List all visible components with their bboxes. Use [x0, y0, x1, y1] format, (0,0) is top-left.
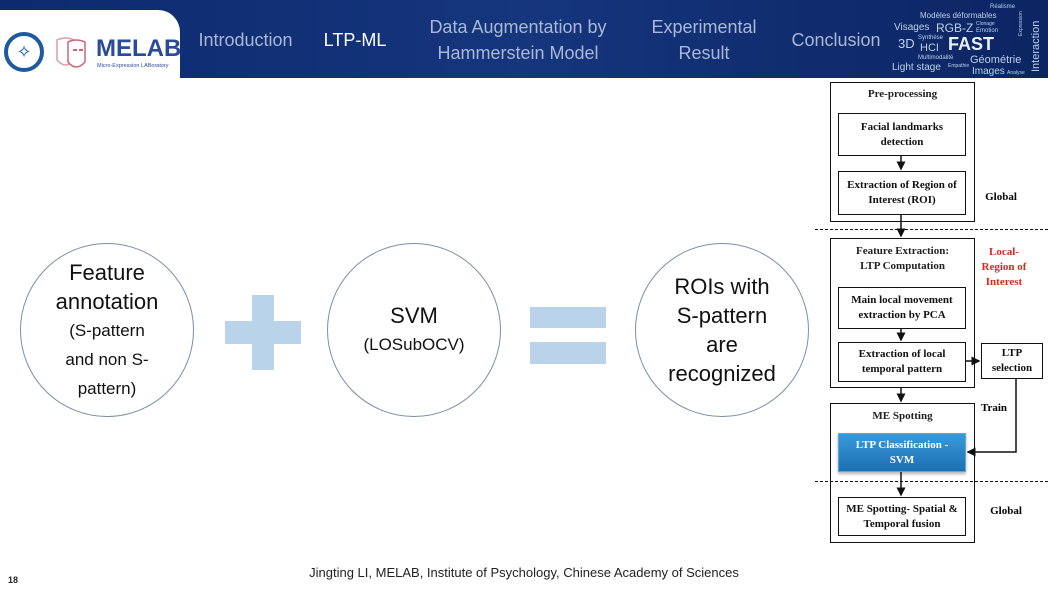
pca-box: Main local movement extraction by PCA [838, 287, 966, 329]
cloud-word: Géométrie [970, 54, 1022, 66]
divider-dashed [815, 481, 1048, 482]
word-cloud: Réalisme Modèles déformables Visages RGB… [890, 2, 1048, 77]
cloud-word: Emotion [976, 28, 999, 34]
roi-extraction-box: Extraction of Region of Interest (ROI) [838, 171, 966, 215]
ltp-extraction-box: Extraction of local temporal pattern [838, 342, 966, 382]
nav-ltp-ml[interactable]: LTP-ML [323, 30, 387, 50]
train-label: Train [980, 402, 1008, 414]
ltp-classification-box: LTP Classification - SVM [838, 433, 966, 472]
ltp-selection-box: LTP selection [981, 343, 1043, 379]
cloud-word: Multimodalité [918, 55, 954, 61]
footer-text: Jingting LI, MELAB, Institute of Psychol… [309, 565, 739, 580]
masks-icon [56, 37, 86, 68]
preprocessing-box: Pre-processing [830, 82, 975, 222]
me-spotting-box: ME Spotting [830, 403, 975, 543]
cloud-word: Modèles déformables [920, 11, 997, 20]
cloud-word: Interaction [1030, 20, 1042, 72]
cloud-word: Clonage [976, 21, 995, 27]
nav-introduction[interactable]: Introduction [198, 30, 293, 50]
nav-conclusion[interactable]: Conclusion [791, 30, 881, 50]
logo-area: ✧ MELAB Micro-Expression LABoratory [0, 10, 182, 78]
institute-seal-icon: ✧ [4, 32, 44, 72]
cloud-word: HCI [920, 42, 939, 54]
page-number: 18 [8, 575, 19, 585]
local-region-label: Local- Region of Interest [981, 246, 1027, 288]
cloud-word: Visages [894, 22, 930, 33]
logo-text: MELAB [96, 35, 182, 62]
global-label: Global [985, 191, 1017, 203]
facial-landmarks-box: Facial landmarks detection [838, 113, 966, 156]
header-bar: ✧ MELAB Micro-Expression LABoratory Intr… [0, 0, 1048, 78]
cloud-word: Réalisme [990, 4, 1016, 10]
equals-icon-lower [530, 342, 606, 364]
cloud-word: RGB-Z [936, 21, 974, 35]
cloud-word: FAST [948, 34, 995, 54]
cloud-word: Synthèse [918, 35, 944, 41]
svm-circle: SVM(LOSubOCV) [327, 243, 501, 417]
nav-data-augmentation[interactable]: Data Augmentation by Hammerstein Model [429, 17, 607, 63]
plus-icon-horizontal [225, 321, 301, 344]
equals-icon [530, 307, 606, 328]
cloud-word: Light stage [892, 62, 941, 73]
cloud-word: Expression [1018, 11, 1024, 36]
cloud-word: Analyse [1007, 70, 1025, 76]
divider-dashed [815, 229, 1048, 230]
cloud-word: Empathie [948, 63, 970, 69]
logo-subtext: Micro-Expression LABoratory [97, 63, 169, 69]
nav-experimental-result[interactable]: Experimental Result [651, 17, 757, 63]
global-label: Global [990, 505, 1022, 517]
feature-extraction-box: Feature Extraction: LTP Computation [830, 238, 975, 388]
cloud-word: 3D [898, 36, 915, 51]
cloud-word: Images [972, 66, 1005, 77]
fusion-box: ME Spotting- Spatial & Temporal fusion [838, 497, 966, 536]
